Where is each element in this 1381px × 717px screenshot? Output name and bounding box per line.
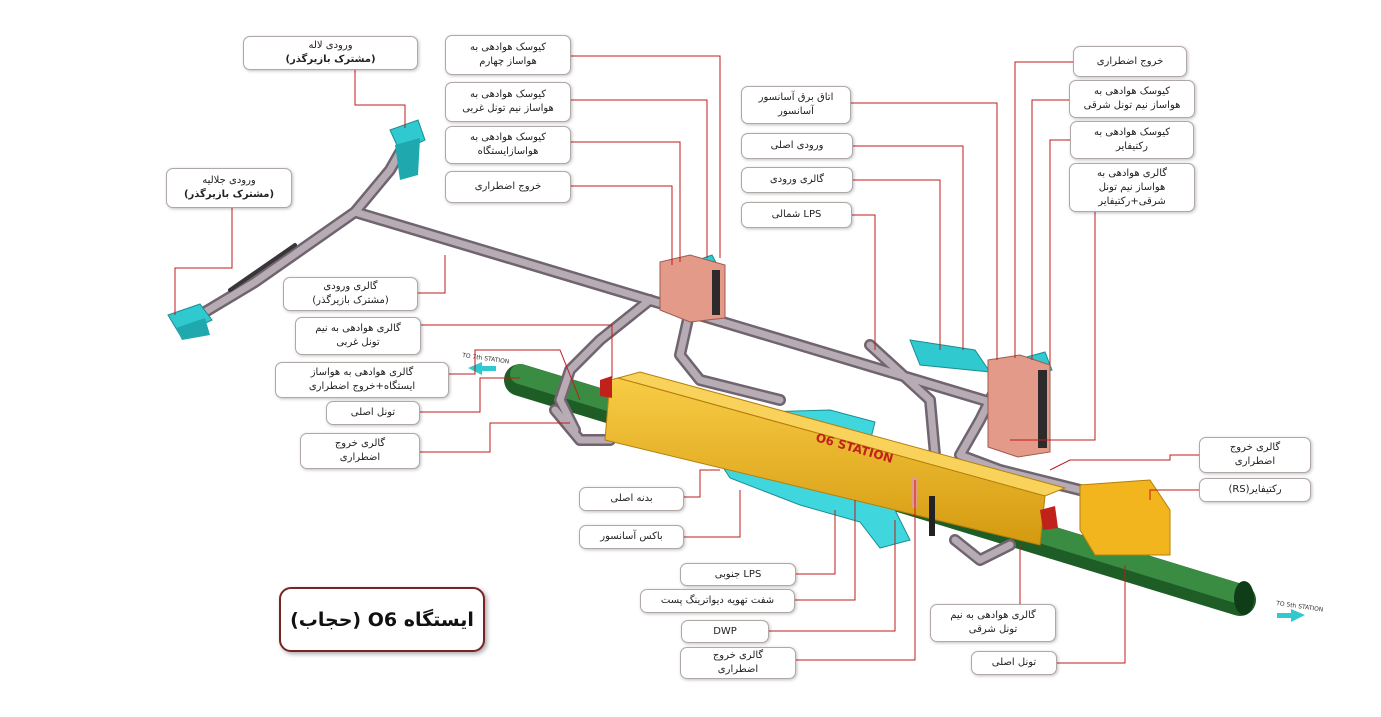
station-body: O6 STATION (600, 371, 1171, 556)
label-lps-south: LPS جنوبی (680, 563, 796, 586)
diagram-title: ایستگاه O6 (حجاب) (279, 587, 485, 652)
label-rectifier: رکتیفایر(RS) (1199, 478, 1311, 502)
label-main-tunnel-left: تونل اصلی (326, 401, 420, 425)
label-gallery-entrance-shared: گالری ورودی(مشترک بازیرگذر) (283, 277, 418, 311)
label-dwp: DWP (681, 620, 769, 643)
label-main-entrance: ورودی اصلی (741, 133, 853, 159)
label-gallery-entrance: گالری ورودی (741, 167, 853, 193)
direction-right-text: TO 5th STATION (1275, 600, 1324, 614)
label-main-body: بدنه اصلی (579, 487, 684, 511)
label-main-tunnel-right: تونل اصلی (971, 651, 1057, 675)
label-dewatering-shaft: شفت تهویه دیواترینگ پست (640, 589, 795, 613)
leader-lines (174, 55, 1199, 664)
label-emergency-exit-2: خروج اضطراری (1073, 46, 1187, 77)
label-elevator-box: باکس آسانسور (579, 525, 684, 549)
label-jalaliye-entrance: ورودی جلالیه(مشترک بازیرگذر) (166, 168, 292, 208)
label-lps-north: LPS شمالی (741, 202, 852, 228)
label-lale-entrance: ورودی لاله(مشترک بازیرگذر) (243, 36, 418, 70)
direction-left-text: TO 7th STATION (461, 352, 510, 366)
shafts (659, 254, 1051, 458)
label-emergency-exit-1: خروج اضطراری (445, 171, 571, 203)
